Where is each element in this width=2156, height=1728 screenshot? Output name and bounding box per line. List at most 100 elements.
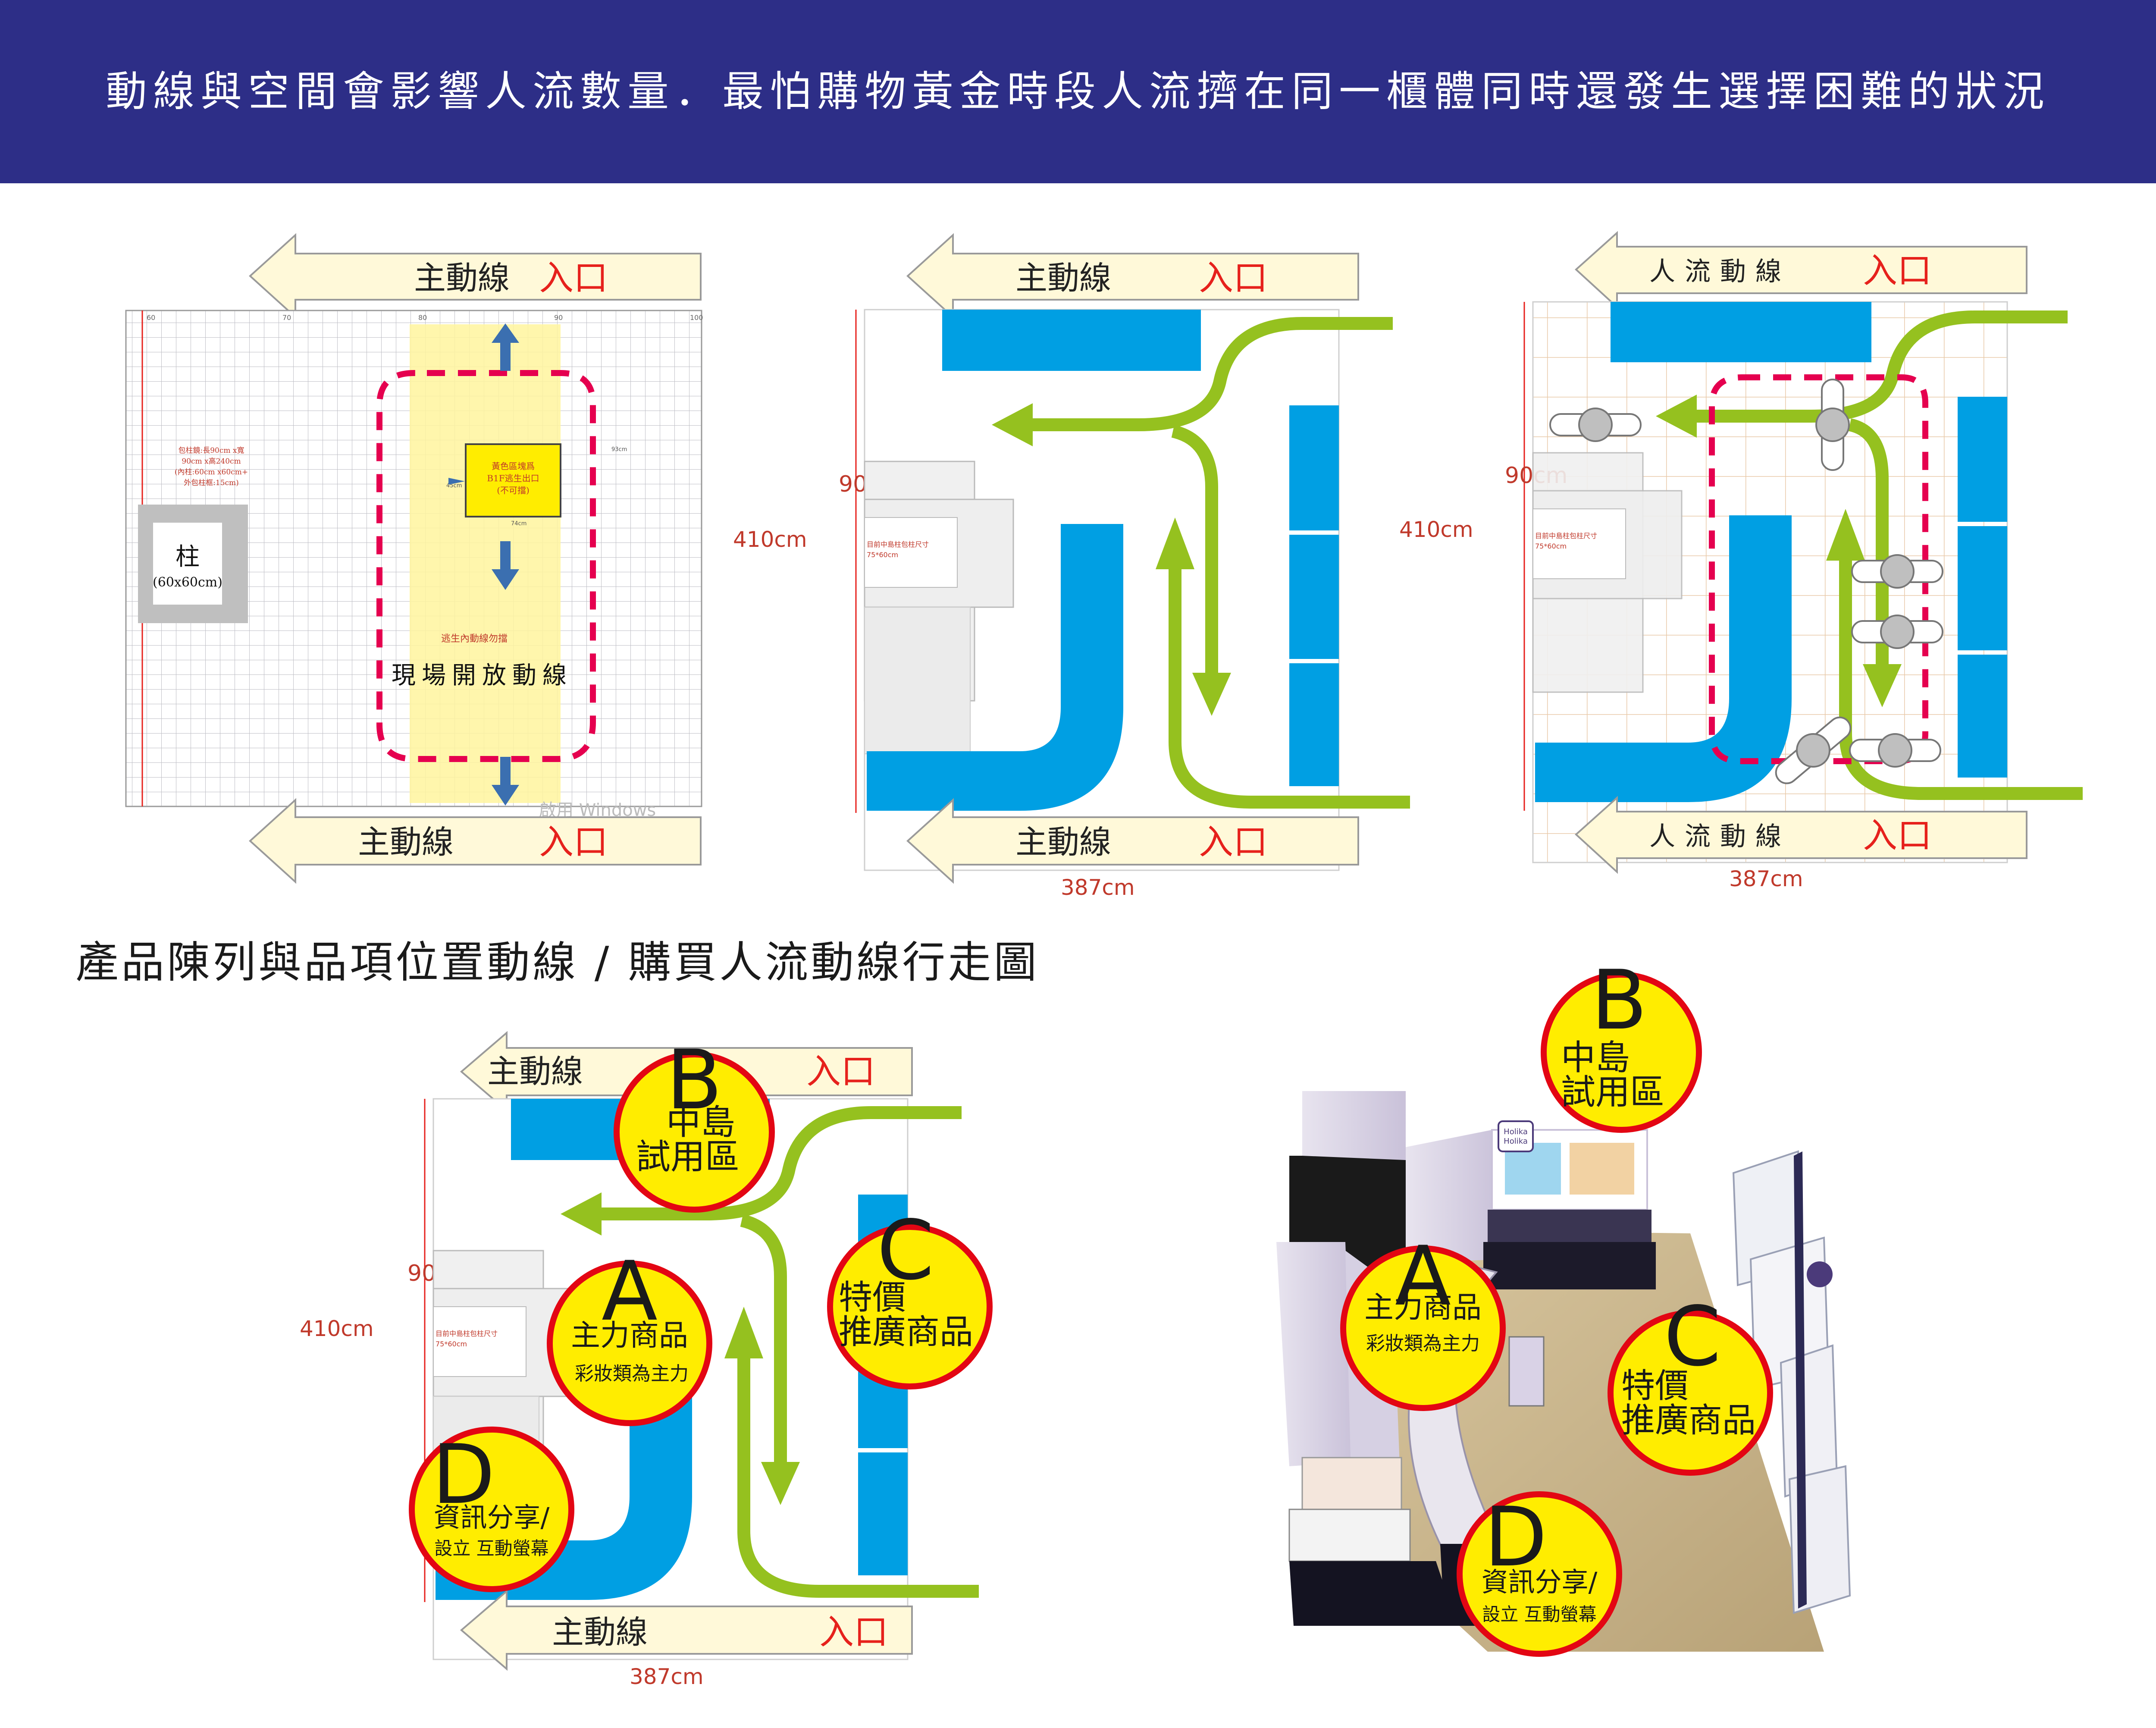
svg-text:主動線: 主動線 (1015, 824, 1111, 861)
svg-text:試用區: 試用區 (636, 1137, 740, 1177)
svg-text:主力商品: 主力商品 (1364, 1291, 1482, 1325)
svg-text:黃色區塊爲: 黃色區塊爲 (492, 461, 535, 471)
svg-text:特價: 特價 (1621, 1367, 1689, 1405)
dimension-width: 387cm (1061, 875, 1135, 900)
entrance-label: 入口 (539, 258, 608, 298)
route-label: 主動線 (358, 824, 454, 861)
svg-text:入口: 入口 (1863, 815, 1932, 856)
svg-text:Holika: Holika (1504, 1137, 1528, 1146)
dashed-open-route (376, 370, 596, 762)
svg-text:60: 60 (147, 314, 155, 322)
svg-text:75*60cm: 75*60cm (436, 1340, 467, 1348)
svg-text:主力商品: 主力商品 (571, 1319, 688, 1353)
escape-route-note: 逃生內動線勿擋 (441, 633, 508, 644)
green-flow (1031, 317, 1410, 809)
direction-arrows (448, 323, 519, 806)
svg-text:入口: 入口 (1863, 251, 1932, 291)
svg-text:D: D (432, 1427, 495, 1522)
right-showcases (1732, 1150, 1851, 1614)
main-route-arrow-top: 主動線 入口 (906, 233, 1359, 319)
svg-text:387cm: 387cm (630, 1664, 704, 1689)
svg-text:外包柱框:15cm): 外包柱框:15cm) (184, 479, 239, 487)
pillar-dimension-note: 包柱鏡:長90cm x寬 90cm x高240cm (內柱:60cm x60cm… (175, 446, 248, 487)
render-badge-b: B 中島 試用區 (1541, 953, 1702, 1133)
render-badge-a: A 主力商品 彩妝類為主力 (1340, 1229, 1506, 1411)
svg-text:D: D (1484, 1490, 1547, 1585)
main-route-arrow-bottom: 主動線 入口 (906, 798, 1359, 884)
ruler-ticks: 60 70 80 90 100 (147, 314, 703, 322)
svg-text:410cm: 410cm (300, 1316, 374, 1341)
counters (1535, 302, 2007, 802)
svg-text:試用區: 試用區 (1561, 1072, 1664, 1112)
svg-text:(不可擋): (不可擋) (497, 485, 530, 496)
svg-text:人流動線: 人流動線 (1649, 822, 1791, 852)
badge-d: D 資訊分享/ 設立 互動螢幕 (409, 1427, 574, 1592)
badge-c: C 特價 推廣商品 (827, 1203, 993, 1389)
display-stands (1549, 379, 1943, 784)
pillar-size: (60x60cm) (153, 575, 222, 590)
badge-a: A 主力商品 彩妝類為主力 (547, 1244, 712, 1426)
svg-text:75*60cm: 75*60cm (867, 551, 898, 559)
svg-text:設立 互動螢幕: 設立 互動螢幕 (1482, 1604, 1596, 1625)
svg-text:(內柱:60cm x60cm+: (內柱:60cm x60cm+ (175, 468, 248, 477)
header-banner: 動線與空間會影響人流數量．最怕購物黃金時段人流擠在同一櫃體同時還發生選擇困難的狀… (0, 0, 2156, 183)
svg-text:目前中島柱包柱尺寸: 目前中島柱包柱尺寸 (1535, 532, 1597, 540)
svg-text:B: B (666, 1032, 722, 1128)
svg-text:75*60cm: 75*60cm (1535, 542, 1567, 550)
entrance-label: 入口 (539, 822, 608, 862)
svg-text:C: C (877, 1203, 934, 1298)
svg-text:90cm x高240cm: 90cm x高240cm (182, 457, 241, 466)
svg-text:80: 80 (418, 314, 427, 322)
svg-text:C: C (1664, 1289, 1721, 1384)
svg-text:B1F逃生出口: B1F逃生出口 (487, 473, 539, 483)
exit-box: 黃色區塊爲 B1F逃生出口 (不可擋) 45cm 74cm 93cm (446, 443, 627, 527)
svg-text:90: 90 (554, 314, 563, 322)
svg-text:B: B (1591, 953, 1647, 1048)
counters (867, 310, 1339, 811)
svg-text:70: 70 (282, 314, 291, 322)
svg-text:包柱鏡:長90cm x寬: 包柱鏡:長90cm x寬 (179, 446, 244, 455)
pillar-title: 柱 (175, 543, 200, 571)
svg-text:推廣商品: 推廣商品 (839, 1313, 973, 1352)
main-route-arrow-bottom: 主動線 入口 (249, 798, 702, 884)
svg-text:中島: 中島 (1561, 1038, 1630, 1078)
svg-text:彩妝類為主力: 彩妝類為主力 (1366, 1333, 1480, 1355)
render-badge-c: C 特價 推廣商品 (1608, 1289, 1773, 1476)
svg-text:目前中島柱包柱尺寸: 目前中島柱包柱尺寸 (867, 540, 929, 549)
svg-text:A: A (602, 1244, 658, 1339)
svg-text:人流動線: 人流動線 (1649, 257, 1791, 287)
svg-text:入口: 入口 (806, 1051, 875, 1091)
badge-b: B 中島 試用區 (614, 1032, 775, 1213)
svg-text:資訊分享/: 資訊分享/ (434, 1502, 550, 1533)
svg-text:410cm: 410cm (1399, 517, 1473, 542)
svg-text:主動線: 主動線 (552, 1614, 648, 1651)
svg-text:主動線: 主動線 (1015, 260, 1111, 297)
people-flow-arrow-bottom: 人流動線 入口 (1575, 796, 2028, 874)
pillar: 柱 (60x60cm) (138, 505, 248, 623)
svg-text:設立 互動螢幕: 設立 互動螢幕 (434, 1538, 548, 1559)
dimension-height: 410cm (733, 527, 807, 552)
svg-text:推廣商品: 推廣商品 (1621, 1401, 1756, 1440)
svg-text:入口: 入口 (819, 1612, 888, 1652)
open-route-label: 現場開放動線 (392, 662, 573, 690)
svg-text:387cm: 387cm (1729, 866, 1803, 891)
svg-text:主動線: 主動線 (487, 1053, 583, 1090)
island-counter: Holika Holika (1406, 1120, 1656, 1289)
svg-text:100: 100 (690, 314, 703, 322)
svg-text:入口: 入口 (1199, 822, 1268, 862)
main-route-arrow-top: 主動線 入口 (249, 233, 702, 319)
svg-text:74cm: 74cm (511, 521, 526, 527)
page-title: 動線與空間會影響人流數量．最怕購物黃金時段人流擠在同一櫃體同時還發生選擇困難的狀… (106, 67, 2050, 116)
route-label: 主動線 (414, 260, 510, 297)
svg-text:Holika: Holika (1504, 1127, 1528, 1136)
svg-text:93cm: 93cm (611, 446, 627, 453)
svg-text:特價: 特價 (839, 1278, 906, 1317)
svg-text:彩妝類為主力: 彩妝類為主力 (575, 1363, 689, 1385)
svg-text:入口: 入口 (1199, 258, 1268, 298)
render-badge-d: D 資訊分享/ 設立 互動螢幕 (1457, 1490, 1622, 1657)
svg-text:資訊分享/: 資訊分享/ (1482, 1566, 1598, 1598)
